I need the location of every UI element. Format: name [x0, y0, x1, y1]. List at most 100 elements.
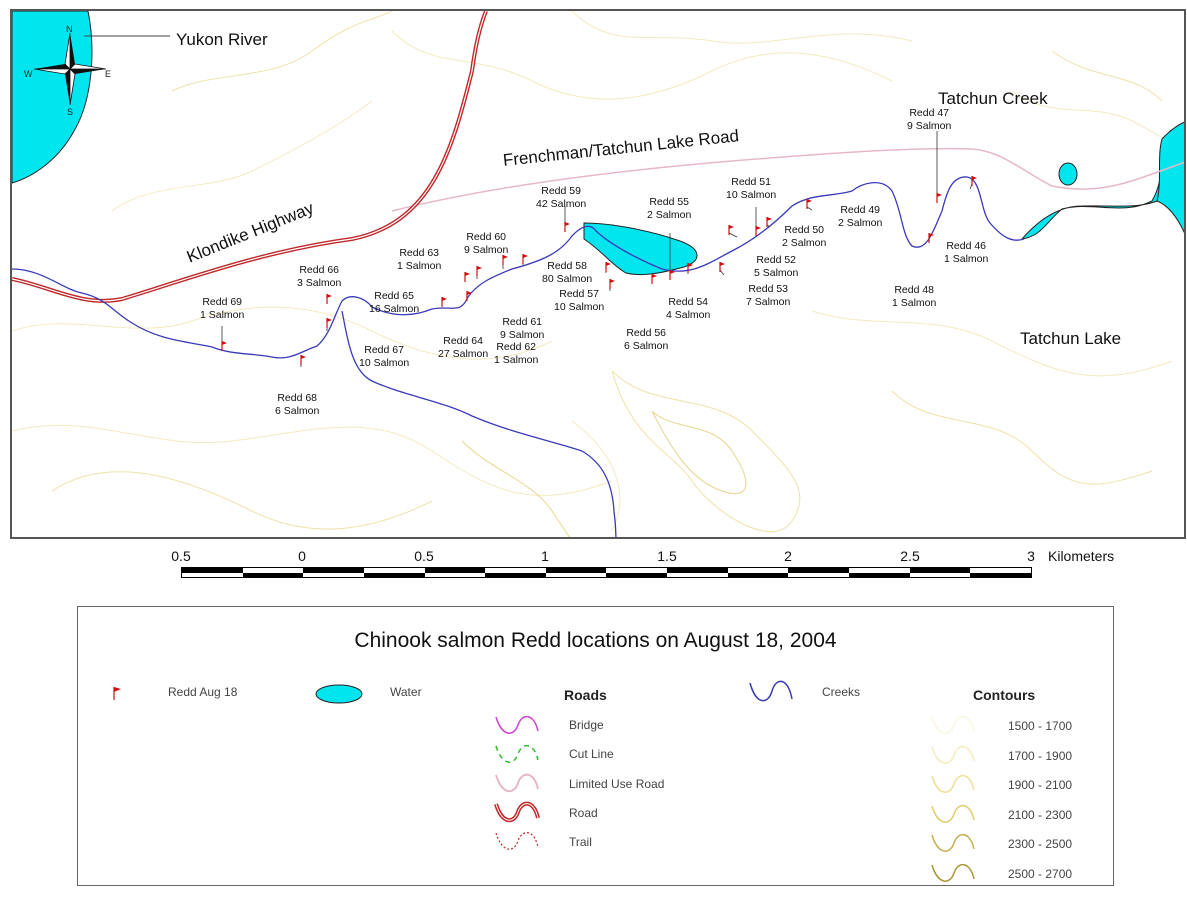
tatchun-creek	[12, 176, 1025, 359]
redd-name: Redd 66	[299, 264, 340, 276]
redd-flag-icon[interactable]	[766, 217, 772, 227]
scale-tick-label: 1	[541, 548, 549, 564]
redd-flag-icon[interactable]	[971, 176, 977, 186]
redd-salmon-count: 1 Salmon	[200, 308, 245, 321]
redd-flag-icon[interactable]	[326, 294, 332, 304]
redd-flag-icon[interactable]	[476, 266, 482, 276]
redd-flag-icon[interactable]	[669, 270, 675, 280]
klondike-highway-inner	[12, 11, 487, 302]
contour-swatch-icon	[931, 804, 975, 823]
contour-range-label: 1700 - 1900	[1008, 748, 1073, 763]
redd-flag-icon[interactable]	[221, 341, 227, 351]
redd-name: Redd 64	[443, 335, 483, 347]
redd-flag-icon[interactable]	[466, 291, 472, 301]
scale-segment	[303, 568, 364, 577]
redd-flag-icon[interactable]	[441, 297, 447, 307]
contour-line	[891, 390, 1153, 485]
map-canvas	[12, 11, 1184, 537]
redd-salmon-count: 9 Salmon	[907, 119, 952, 132]
redd-name: Redd 51	[731, 176, 771, 188]
limited-use-road-icon	[495, 773, 539, 793]
redd-name: Redd 46	[946, 240, 987, 252]
scale-segment	[849, 568, 910, 577]
redd-salmon-count: 3 Salmon	[297, 276, 342, 289]
redd-flag-icon[interactable]	[326, 318, 332, 328]
redd-flag-icon[interactable]	[564, 222, 570, 232]
redd-flag-icon[interactable]	[719, 262, 725, 272]
redd-name: Redd 60	[466, 231, 507, 243]
legend-contours-heading: Contours	[973, 687, 1036, 703]
scale-segment	[727, 568, 789, 577]
contour-swatch-icon	[931, 775, 975, 793]
redd-flag-icon[interactable]	[464, 272, 470, 282]
contour-line	[51, 471, 433, 530]
redd-leader-line	[719, 269, 725, 276]
redd-flag-icon[interactable]	[605, 262, 611, 272]
yukon-river-label: Yukon River	[176, 30, 268, 49]
redd-name: Redd 49	[840, 204, 881, 216]
redd-salmon-count: 6 Salmon	[624, 339, 669, 352]
map-frame[interactable]: N S E W Yukon River Tatchun Creek French…	[10, 9, 1186, 539]
redd-flag-icon[interactable]	[687, 263, 693, 273]
compass-west: W	[24, 69, 33, 79]
redd-name: Redd 53	[748, 283, 789, 295]
redd-salmon-count: 27 Salmon	[438, 347, 489, 360]
legend-road-limited-use: Limited Use Road	[569, 777, 665, 791]
redd-name: Redd 61	[502, 316, 543, 328]
redd-name: Redd 50	[784, 224, 825, 236]
redd-flag-icon[interactable]	[728, 225, 734, 235]
redd-name: Redd 67	[364, 344, 404, 356]
contour-line	[811, 310, 1173, 377]
contour-line	[171, 11, 393, 92]
legend-water-label: Water	[390, 685, 422, 699]
redd-name: Redd 68	[277, 392, 318, 404]
redd-flag-icon[interactable]	[522, 254, 528, 264]
redd-salmon-count: 1 Salmon	[944, 252, 989, 265]
scale-unit: Kilometers	[1048, 548, 1115, 564]
scale-tick-label: 1.5	[657, 548, 677, 564]
redd-flag-icon[interactable]	[502, 255, 508, 265]
scale-tick-label: 0.5	[414, 548, 434, 564]
redd-flag-icon[interactable]	[755, 226, 761, 236]
redd-salmon-count: 6 Salmon	[275, 404, 320, 417]
redd-salmon-count: 7 Salmon	[746, 295, 791, 308]
redd-flag-icon[interactable]	[806, 199, 812, 209]
redd-flag-icon[interactable]	[936, 193, 942, 203]
tatchun-creek-label: Tatchun Creek	[938, 89, 1048, 108]
scale-bar	[181, 567, 1032, 578]
redd-flag-icon[interactable]	[300, 355, 306, 365]
contour-line	[12, 424, 613, 496]
redd-name: Redd 55	[649, 196, 690, 208]
scale-tick-label: 0.5	[171, 548, 191, 564]
contour-lines	[12, 11, 1184, 537]
redd-flag-icon[interactable]	[928, 233, 934, 243]
tatchun-lake-label: Tatchun Lake	[1020, 329, 1122, 348]
redd-name: Redd 62	[496, 341, 537, 353]
compass-rose-icon	[33, 32, 107, 106]
redd-name: Redd 47	[909, 107, 950, 119]
redd-salmon-count: 2 Salmon	[838, 216, 883, 229]
compass-north: N	[66, 24, 73, 34]
bridge-icon	[495, 716, 539, 734]
legend-roads-heading: Roads	[564, 687, 607, 703]
redd-flag-icon	[113, 687, 121, 700]
contour-line	[571, 420, 621, 532]
redd-flag-icon[interactable]	[609, 279, 615, 289]
contour-range-label: 1500 - 1700	[1008, 719, 1073, 733]
creek-lake-water	[583, 222, 698, 276]
redd-flag-icon[interactable]	[651, 274, 657, 284]
cut-line-icon	[495, 745, 539, 763]
redd-name: Redd 56	[626, 327, 667, 339]
scale-segment	[545, 568, 607, 577]
scale-segment	[606, 568, 668, 577]
